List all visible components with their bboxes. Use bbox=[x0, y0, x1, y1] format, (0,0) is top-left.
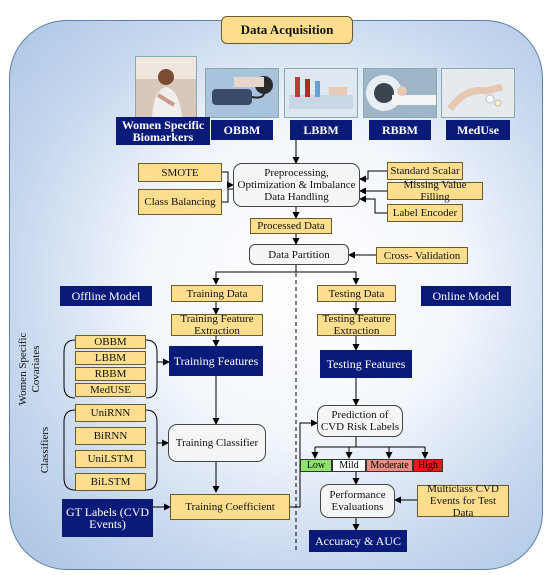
testing-features-box: Testing Features bbox=[320, 350, 412, 378]
covariate-meduse-box: MedUSE bbox=[75, 383, 146, 397]
classifiers-label: Classifiers bbox=[39, 426, 51, 474]
data-acquisition-title: Data Acquisition bbox=[221, 16, 353, 44]
risk-mild: Mild bbox=[332, 459, 366, 472]
training-coefficient-box: Training Coefficient bbox=[170, 494, 290, 520]
classifier-bilstm-box: BiLSTM bbox=[75, 473, 146, 491]
cross-validation-box: Cross- Validation bbox=[376, 247, 468, 264]
prediction-box: Prediction of CVD Risk Labels bbox=[317, 405, 403, 437]
gt-labels-box: GT Labels (CVD Events) bbox=[62, 499, 153, 537]
obbm-label: OBBM bbox=[211, 120, 273, 140]
covariate-obbm-box: OBBM bbox=[75, 335, 146, 349]
offline-model-label: Offline Model bbox=[60, 286, 152, 306]
accuracy-auc-box: Accuracy & AUC bbox=[309, 530, 407, 552]
classifier-unirnn-box: UniRNN bbox=[75, 404, 146, 422]
training-classifier-box: Training Classifier bbox=[168, 424, 266, 462]
training-data-box: Training Data bbox=[171, 285, 263, 302]
covariate-lbbm-box: LBBM bbox=[75, 351, 146, 365]
processed-data-box: Processed Data bbox=[250, 218, 332, 234]
classifier-birnn-box: BiRNN bbox=[75, 427, 146, 445]
blood-pressure-photo-icon bbox=[205, 68, 279, 118]
woman-photo-icon bbox=[135, 56, 197, 118]
risk-moderate: Moderate bbox=[366, 459, 413, 472]
covariate-rbbm-box: RBBM bbox=[75, 367, 146, 381]
standard-scalar-box: Standard Scalar bbox=[387, 162, 463, 180]
data-partition-box: Data Partition bbox=[249, 244, 349, 265]
label-encoder-box: Label Encoder bbox=[387, 204, 463, 222]
missing-value-filling-box: Missing Value Filling bbox=[387, 179, 483, 203]
training-features-box: Training Features bbox=[169, 346, 263, 376]
medication-photo-icon bbox=[441, 68, 515, 118]
rbbm-label: RBBM bbox=[369, 120, 431, 140]
meduse-label: MedUse bbox=[446, 120, 510, 140]
risk-low: Low bbox=[300, 459, 332, 472]
women-specific-biomarkers-label: Women Specific Biomarkers bbox=[116, 117, 210, 145]
training-feature-extraction-box: Training Feature Extraction bbox=[171, 313, 263, 337]
testing-data-box: Testing Data bbox=[317, 285, 396, 302]
classifier-unilstm-box: UniLSTM bbox=[75, 450, 146, 468]
lbbm-label: LBBM bbox=[290, 120, 352, 140]
smote-box: SMOTE bbox=[138, 163, 222, 182]
class-balancing-box: Class Balancing bbox=[138, 189, 222, 215]
blood-sample-photo-icon bbox=[284, 68, 358, 118]
preprocessing-box: Preprocessing, Optimization & Imbalance … bbox=[233, 163, 360, 207]
risk-high: High bbox=[413, 459, 443, 472]
multiclass-cvd-events-box: Multiclass CVD Events for Test Data bbox=[417, 483, 509, 519]
online-model-label: Online Model bbox=[421, 286, 511, 306]
performance-evaluations-box: Performance Evaluations bbox=[320, 484, 395, 518]
testing-feature-extraction-box: Testing Feature Extraction bbox=[317, 313, 396, 337]
women-specific-covariates-label: Women Specific Covariates bbox=[17, 332, 42, 406]
mri-scan-photo-icon bbox=[363, 68, 437, 118]
